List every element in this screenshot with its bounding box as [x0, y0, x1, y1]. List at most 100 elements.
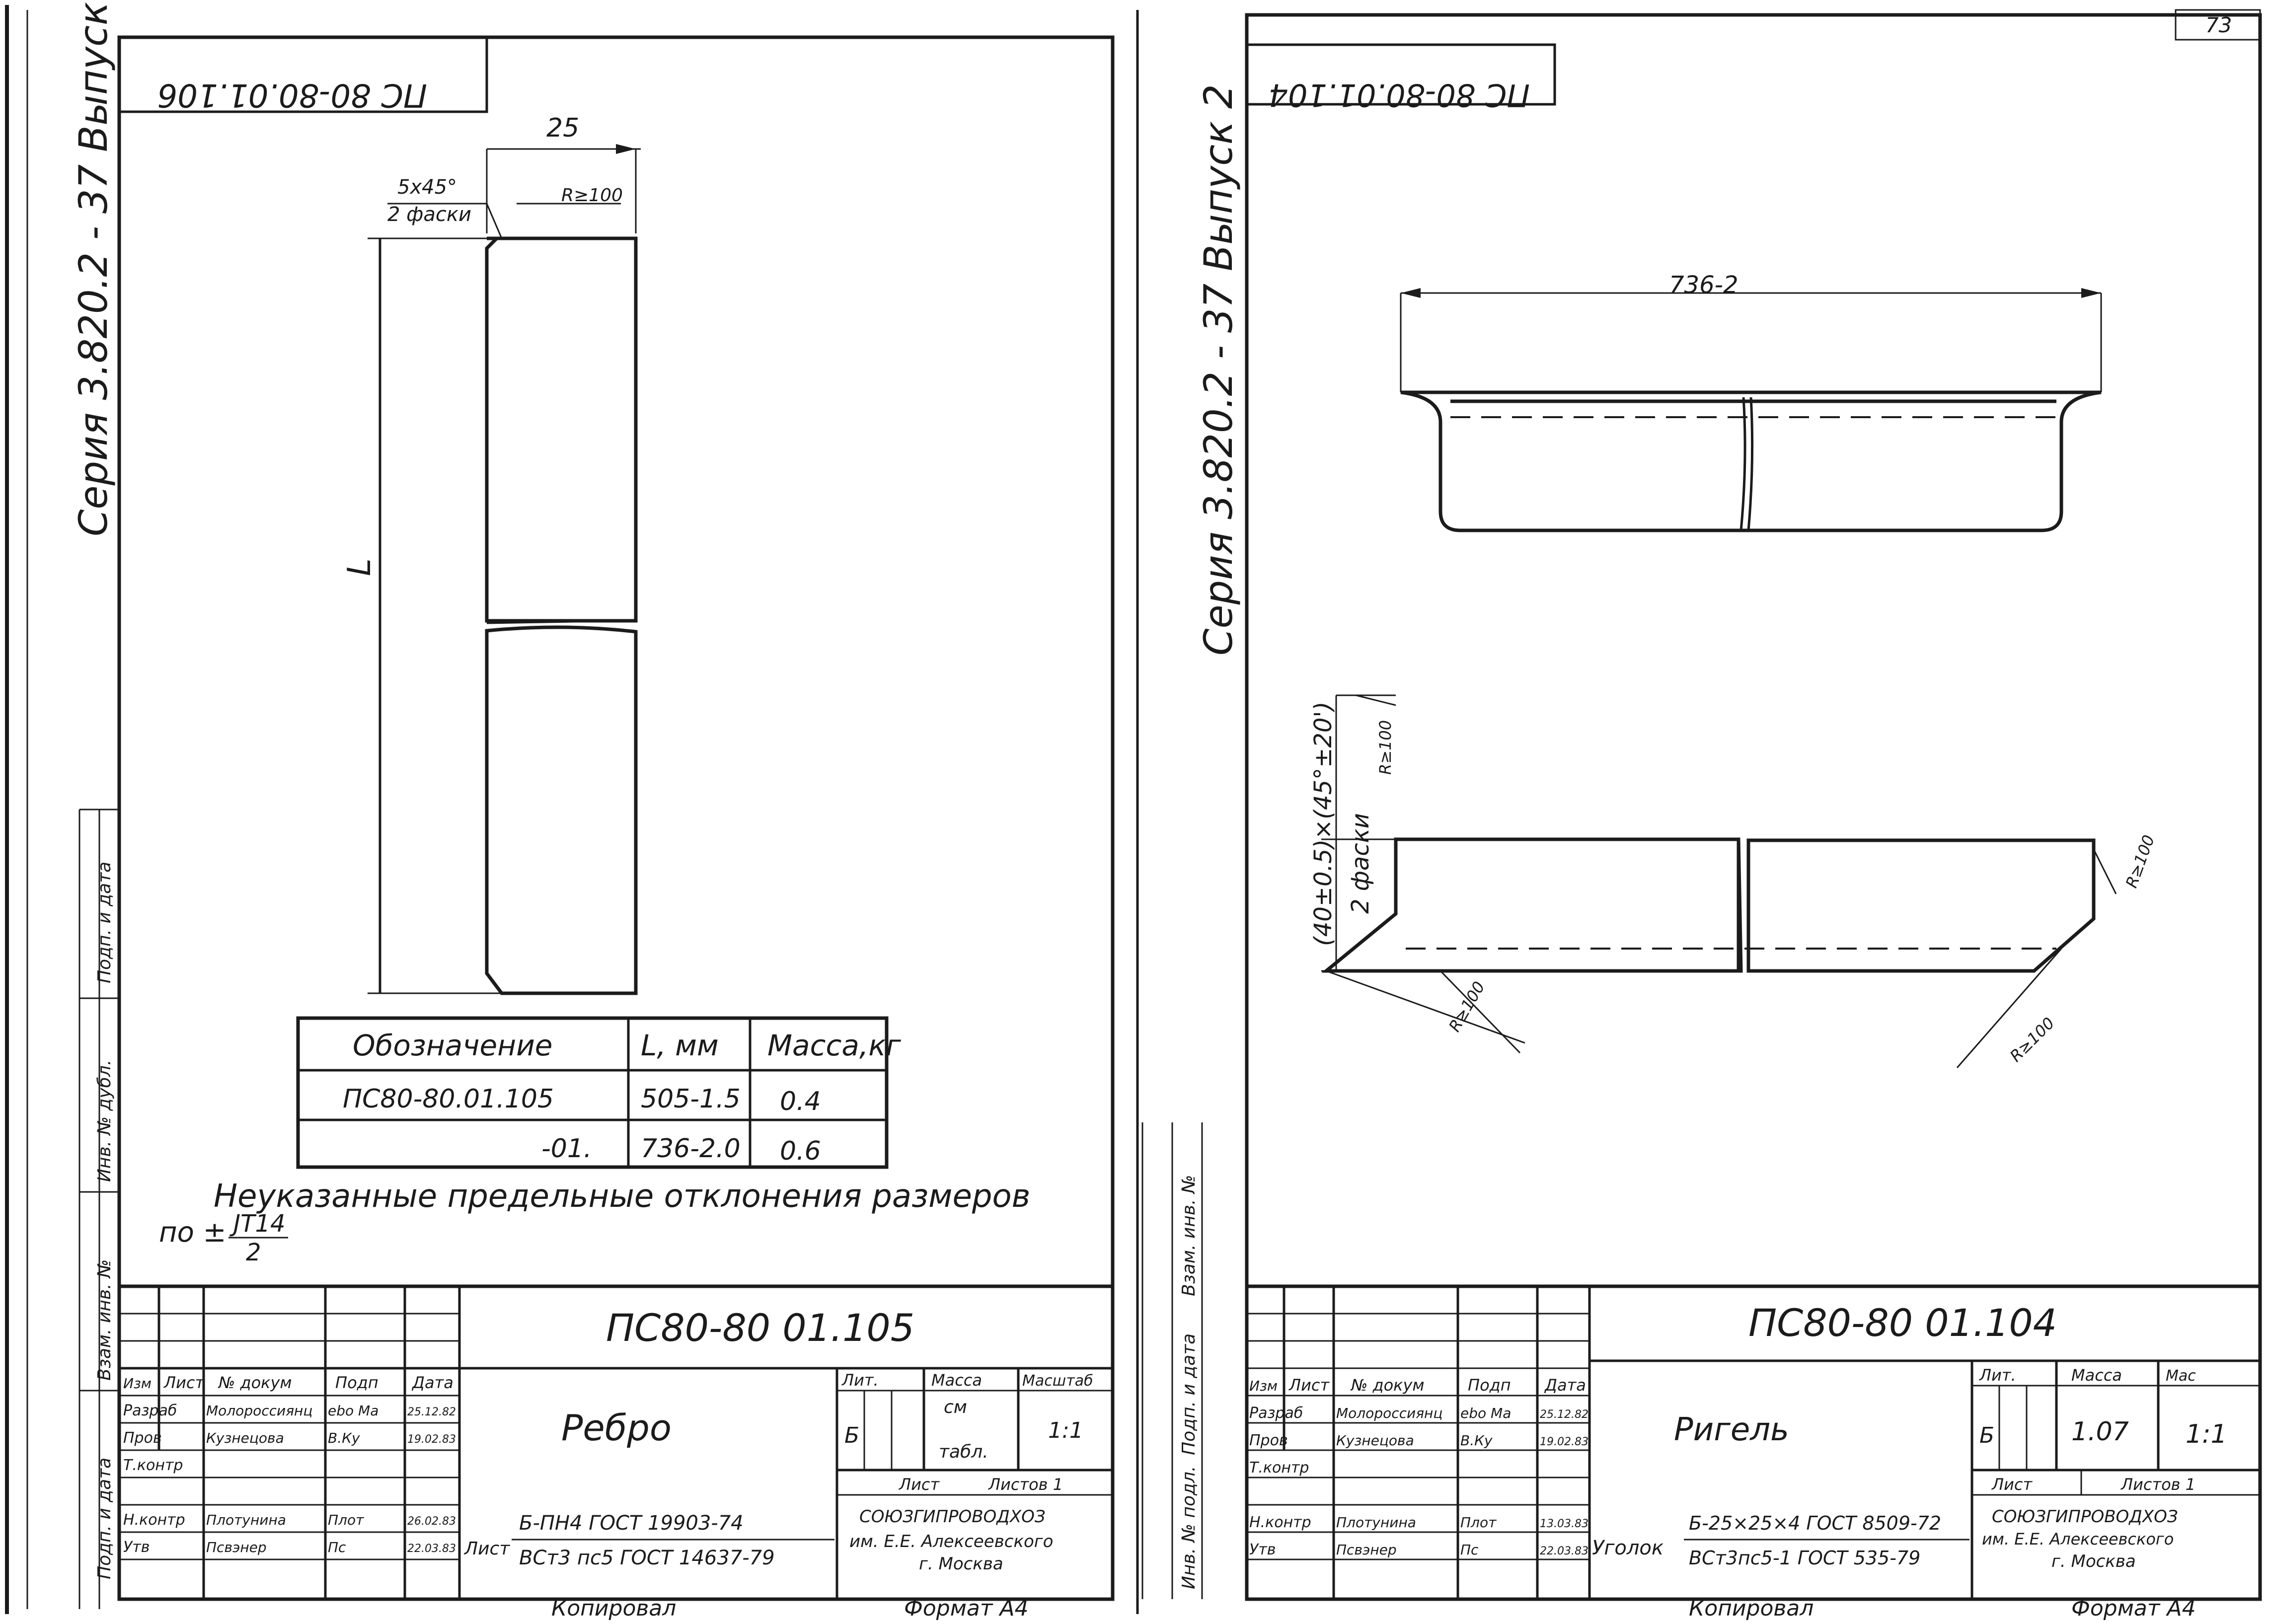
stamp-scale-value: 1:1: [1048, 1418, 1083, 1443]
radius-left: R≥100: [1445, 978, 1489, 1035]
table-row2-mass: 0.6: [780, 1136, 821, 1166]
r-stamp-col-list: Лист: [1288, 1376, 1330, 1395]
r-stamp-material-top: Б-25×25×4 ГОСТ 8509-72: [1689, 1512, 1941, 1534]
rib-length-dim: L: [341, 558, 378, 576]
right-sheet-num: 73: [2205, 13, 2232, 37]
stamp-org-1: СОЮЗГИПРОВОДХОЗ: [859, 1507, 1046, 1527]
table-header-mass: Масса,кг: [767, 1029, 901, 1062]
table-row2-designation: -01.: [541, 1134, 592, 1164]
left-title-block: Изм Лист № докум Подп Дата Разраб Молоро…: [117, 1284, 1115, 1601]
stamp-date-5: 22.03.83: [407, 1543, 456, 1555]
chamfer-dim-text: (40±0.5)×(45°±20'): [1309, 702, 1337, 946]
chamfer-radius-1: R≥100: [1376, 720, 1395, 775]
tolerance-num: JT14: [229, 1210, 286, 1238]
r-stamp-role-3: Т.контр: [1249, 1459, 1309, 1476]
left-format: Формат А4: [904, 1596, 1029, 1621]
stamp-date-1: 25.12.82: [407, 1406, 456, 1418]
table-header-designation: Обозначение: [353, 1029, 552, 1062]
radius-top-right: R≥100: [2122, 832, 2158, 890]
rib-radius: R≥100: [561, 185, 623, 206]
stamp-sign-2: В.Ку: [328, 1430, 360, 1446]
stamp-name-1: Молороссиянц: [206, 1403, 312, 1419]
stamp-sign-4: Плот: [328, 1512, 364, 1528]
stamp-col-sign: Подп: [335, 1373, 378, 1392]
left-side-label-1: Подп. и дата: [94, 862, 115, 983]
r-stamp-org-3: г. Москва: [2051, 1551, 2136, 1571]
r-stamp-role-1: Разраб: [1249, 1404, 1303, 1422]
r-stamp-role-4: Н.контр: [1249, 1514, 1311, 1531]
r-stamp-sign-4: Плот: [1460, 1514, 1497, 1531]
stamp-col-doc: № докум: [218, 1373, 292, 1392]
r-stamp-sign-5: Пс: [1460, 1542, 1479, 1558]
stamp-name-2: Кузнецова: [206, 1430, 284, 1446]
table-row1-length: 505-1.5: [641, 1084, 741, 1114]
r-stamp-name-5: Псвэнер: [1336, 1542, 1397, 1558]
left-corner-code: ПС 80-80.01.106: [157, 76, 427, 113]
left-side-label-2: Инв. № дубл.: [94, 1060, 115, 1182]
r-stamp-name-1: Молороссиянц: [1336, 1405, 1442, 1421]
right-side-label-3: Инв. № подл.: [1179, 1466, 1199, 1589]
stamp-part-name: Ребро: [561, 1407, 672, 1449]
stamp-role-5: Утв: [123, 1539, 150, 1556]
r-stamp-date-2: 19.02.83: [1540, 1436, 1588, 1448]
rib-chamfer-bottom: 2 фаски: [387, 203, 471, 226]
stamp-sheet-label: Лист: [899, 1475, 940, 1494]
stamp-lit-label: Лит.: [841, 1371, 879, 1390]
left-side-label-3: Взам. инв. №: [94, 1259, 115, 1381]
stamp-sign-5: Пс: [328, 1539, 346, 1555]
left-frame: [117, 35, 1115, 1601]
r-stamp-scale-value: 1:1: [2186, 1419, 2227, 1449]
left-copied: Копировал: [551, 1596, 676, 1621]
stamp-sheets-label: Листов 1: [988, 1475, 1063, 1494]
stamp-role-4: Н.контр: [123, 1511, 185, 1529]
stamp-date-2: 19.02.83: [407, 1433, 456, 1446]
stamp-material-prefix: Лист: [463, 1539, 510, 1559]
r-stamp-mass-label: Масса: [2071, 1366, 2122, 1385]
rib-width-dim: 25: [546, 113, 579, 143]
r-stamp-sheets-label: Листов 1: [2120, 1475, 2195, 1494]
right-title-block: Изм Лист № докум Подп Дата Разраб Молоро…: [1245, 1284, 2262, 1601]
stamp-lit-value: Б: [844, 1423, 859, 1448]
stamp-role-3: Т.контр: [123, 1457, 183, 1474]
r-stamp-material-prefix: Уголок: [1592, 1537, 1664, 1559]
right-format: Формат А4: [2071, 1596, 2196, 1621]
right-side-label-2: Подп. и дата: [1179, 1333, 1199, 1455]
right-series-label: Серия 3.820.2 - 37 Выпуск 2: [1197, 84, 1241, 656]
stamp-scale-label: Масштаб: [1022, 1372, 1093, 1390]
stamp-material-bottom: ВСт3 пс5 ГОСТ 14637-79: [519, 1547, 775, 1569]
stamp-role-2: Пров: [123, 1429, 162, 1447]
r-stamp-col-izm: Изм: [1249, 1378, 1278, 1394]
r-stamp-role-2: Пров: [1249, 1432, 1288, 1449]
r-stamp-scale-label: Мас: [2166, 1367, 2196, 1385]
stamp-mass-label: Масса: [931, 1371, 982, 1390]
r-stamp-mass-value: 1.07: [2071, 1417, 2129, 1447]
stamp-role-1: Разраб: [123, 1402, 177, 1419]
stamp-org-3: г. Москва: [919, 1554, 1003, 1574]
r-stamp-org-1: СОЮЗГИПРОВОДХОЗ: [1992, 1507, 2178, 1527]
crossbar-top-view: 736-2: [1400, 271, 2102, 532]
r-stamp-col-doc: № докум: [1350, 1376, 1425, 1395]
r-stamp-material-bottom: ВСт3пс5-1 ГОСТ 535-79: [1689, 1547, 1920, 1569]
chamfer-count-text: 2 фаски: [1347, 813, 1374, 914]
tolerance-prefix: по ±: [159, 1216, 227, 1249]
stamp-designation: ПС80-80 01.105: [606, 1306, 914, 1350]
table-row1-designation: ПС80-80.01.105: [343, 1084, 554, 1114]
stamp-mass-value-2: табл.: [939, 1442, 988, 1462]
radius-bottom-right: R≥100: [2006, 1014, 2058, 1066]
r-stamp-date-1: 25.12.82: [1540, 1408, 1588, 1421]
rib-drawing: 25 L 5x45° 2 фаски R≥100: [341, 113, 641, 995]
left-sheet: Подп. и дата Инв. № дубл. Взам. инв. № П…: [5, 0, 1115, 1621]
left-side-label-4: Подп. и дата: [94, 1458, 115, 1579]
r-stamp-col-sign: Подп: [1468, 1376, 1511, 1395]
r-stamp-sign-2: В.Ку: [1460, 1432, 1493, 1449]
stamp-date-4: 26.02.83: [407, 1515, 456, 1528]
stamp-name-4: Плотунина: [206, 1512, 286, 1528]
left-series-label: Серия 3.820.2 - 37 Выпуск 2: [72, 0, 116, 536]
crossbar-side-view: (40±0.5)×(45°±20') 2 фаски R≥100 R≥100 R…: [1309, 694, 2158, 1068]
stamp-col-date: Дата: [411, 1373, 454, 1392]
tolerance-den: 2: [246, 1239, 261, 1266]
r-stamp-name-4: Плотунина: [1336, 1514, 1416, 1531]
right-copied: Копировал: [1689, 1596, 1814, 1621]
stamp-sign-1: ebo Ma: [328, 1403, 378, 1419]
table-row2-length: 736-2.0: [641, 1134, 741, 1164]
